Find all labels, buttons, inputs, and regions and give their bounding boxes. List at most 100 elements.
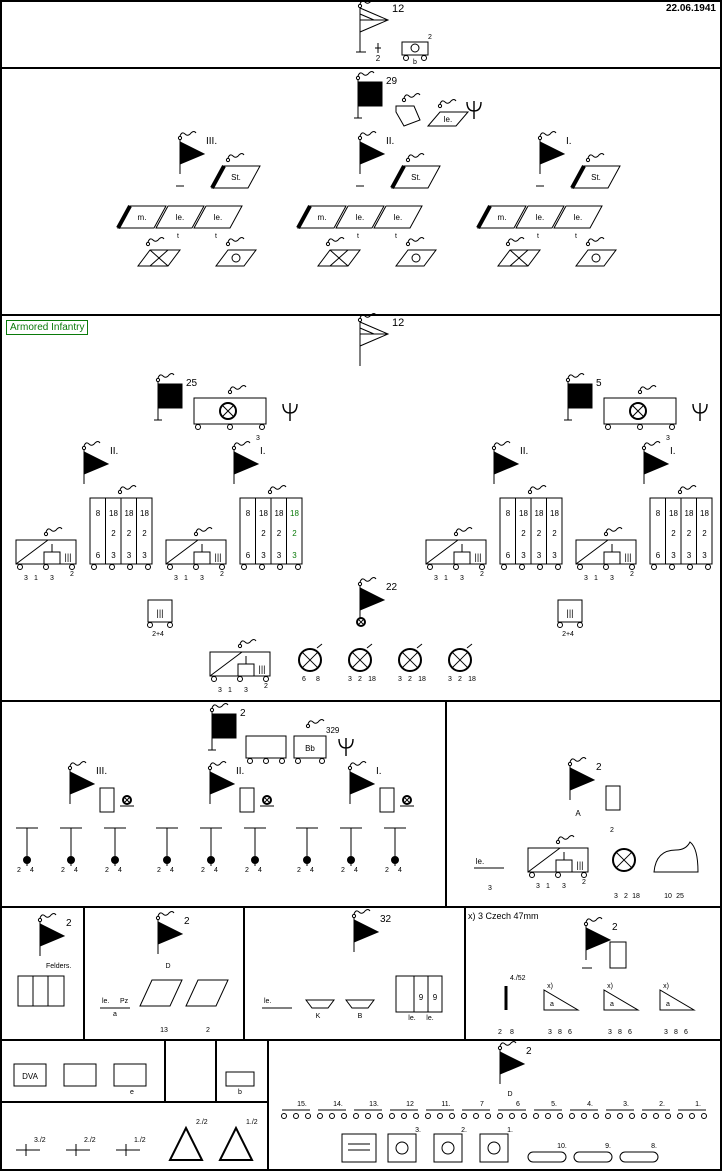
heavy-slash (575, 539, 609, 565)
antitank-signal-label: le. (476, 857, 484, 866)
radio-antenna-icon (147, 237, 165, 243)
company-box-edge (570, 165, 586, 189)
radio-antenna-icon (359, 131, 377, 137)
heavy-gun-box (555, 859, 573, 873)
vehicle-wheel-icon (593, 1113, 599, 1119)
moto-count: 3 (398, 676, 402, 683)
antenna-base-icon (491, 445, 497, 451)
supply-column-label: 14. (333, 1101, 343, 1108)
heavy-count: 2 (582, 879, 586, 886)
felders-number: 2 (66, 918, 72, 929)
antenna-base-icon (637, 389, 643, 395)
rifle-mg-count: 2 (537, 529, 542, 538)
rifle-mortar-count: 3 (292, 551, 297, 560)
rifle-mg-count: 2 (127, 529, 132, 538)
xcircle-cross (615, 851, 633, 869)
box-cross (149, 249, 169, 267)
gun-count: 8 (618, 1029, 622, 1036)
pioneer-number: 32 (380, 914, 392, 925)
vehicle-wheel-icon (109, 564, 115, 570)
sun-icon (395, 1141, 409, 1155)
recon-item: 13 (160, 1027, 168, 1034)
vehicle-wheel-icon (651, 564, 657, 570)
battery-count: 4 (170, 867, 174, 874)
company-box-edge (210, 165, 226, 189)
tank-company-label: m. (498, 213, 507, 222)
rifle-mg-count: 2 (552, 529, 557, 538)
gun-icon (251, 856, 259, 864)
moto-count: 3 (448, 676, 452, 683)
pak-count: 2 (624, 893, 628, 900)
vehicle-wheel-icon (91, 564, 97, 570)
rifle-strength: 18 (550, 509, 559, 518)
heavy-count: 1 (34, 575, 38, 582)
antenna-base-icon (357, 581, 363, 587)
rifle-regiment-flag-icon (157, 383, 183, 409)
vehicle-wheel-icon (377, 1113, 383, 1119)
antenna-base-icon (583, 921, 589, 927)
gun-icon (111, 856, 119, 864)
rifle-strength: 18 (519, 509, 528, 518)
vehicle-wheel-icon (293, 1113, 299, 1119)
antitank2-flag-icon (585, 927, 612, 951)
heavy-count: 3 (50, 575, 54, 582)
fuel-column-track (573, 1151, 613, 1163)
antenna-base-icon (155, 377, 161, 383)
sun-icon (487, 1141, 501, 1155)
radio-antenna-icon (439, 99, 457, 105)
medical-label: 1./2 (134, 1137, 146, 1144)
antenna-base-icon (677, 489, 683, 495)
battalion-staff-company-label: St. (591, 173, 601, 182)
antenna-base-icon (405, 241, 411, 247)
supply-column-label: 3. (623, 1101, 629, 1108)
rifle-battalion-id: II. (520, 446, 528, 457)
xcircle-cross (451, 651, 469, 669)
moto-count: 2 (458, 676, 462, 683)
vehicle-wheel-icon (537, 564, 543, 570)
xcircle-cross (357, 618, 365, 626)
tank-company-label: m. (318, 213, 327, 222)
radio-antenna-icon (587, 153, 605, 159)
antenna-base-icon (355, 75, 361, 81)
battery-count: 2 (105, 867, 109, 874)
vehicle-wheel-icon (605, 1113, 611, 1119)
vehicle-wheel-icon (127, 564, 133, 570)
antenna-base-icon (603, 531, 609, 537)
infantry-gun-count: 2+4 (152, 631, 164, 638)
vehicle-wheel-icon (581, 872, 587, 878)
armored-infantry-label: Armored Infantry (6, 320, 89, 335)
battery-count: 2 (17, 867, 21, 874)
radio-antenna-icon (359, 577, 377, 583)
heavy-slash (527, 847, 561, 873)
panzer-signal-company-label: le. (444, 115, 452, 124)
brigade-number: 12 (392, 317, 404, 329)
xcircle-cross (123, 796, 131, 804)
rifle-regiment-flag-icon (567, 383, 593, 409)
vehicle-wheel-icon (461, 1113, 467, 1119)
battalion-flag-icon (179, 141, 206, 165)
heavy-count: 3 (460, 575, 464, 582)
antenna-base-icon (347, 765, 353, 771)
battery-count: 4 (398, 867, 402, 874)
gun-count: 6 (628, 1029, 632, 1036)
antenna-base-icon (37, 917, 43, 923)
vehicle-wheel-icon (501, 564, 507, 570)
antenna-base-icon (405, 157, 411, 163)
rifle-mortar-count: 3 (111, 551, 116, 560)
vehicle-wheel-icon (509, 1113, 515, 1119)
rifle-regiment-number: 25 (186, 378, 198, 389)
radio-antenna-icon (353, 909, 371, 915)
rifle-mortar-count: 6 (96, 551, 101, 560)
chart-date: 22.06.1941 (665, 3, 716, 14)
heavy-count: 2 (264, 683, 268, 690)
signal-b: b (238, 1089, 242, 1096)
tank-company-label: le. (356, 213, 364, 222)
infantry-gun-icon: ||| (156, 608, 163, 618)
rifle-strength: 8 (96, 509, 101, 518)
company-box-edge (296, 205, 312, 229)
artillery-regiment-number: 2 (240, 708, 246, 719)
radio-antenna-icon (529, 485, 547, 491)
xcircle-cross (403, 796, 411, 804)
supply-column-label: 15. (297, 1101, 307, 1108)
antitank2-number: 2 (612, 922, 618, 933)
